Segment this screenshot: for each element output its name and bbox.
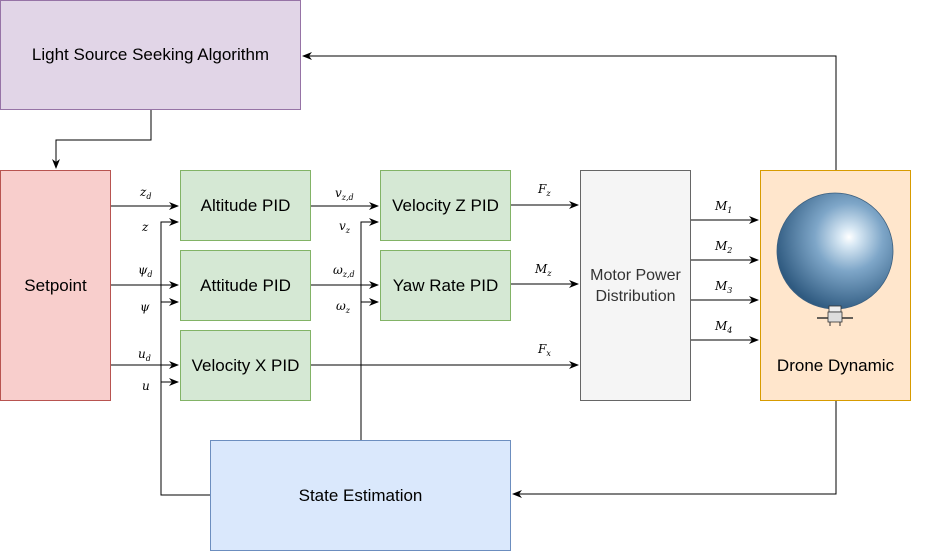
signal-label-f-z: Fz	[537, 182, 551, 198]
altitude-pid-label: Altitude PID	[200, 195, 291, 215]
signal-label-v-zd: vz,d	[335, 186, 354, 202]
state-estimation-label: State Estimation	[298, 485, 423, 505]
velocity-x-pid-label: Velocity X PID	[191, 355, 300, 375]
yaw-rate-pid-block: Yaw Rate PID	[380, 250, 511, 321]
setpoint-block: Setpoint	[0, 170, 111, 401]
velocity-z-pid-label: Velocity Z PID	[392, 195, 499, 215]
yaw-rate-pid-label: Yaw Rate PID	[392, 275, 499, 295]
velocity-x-pid-block: Velocity X PID	[180, 330, 311, 401]
attitude-pid-label: Attitude PID	[200, 275, 291, 295]
wire-light-to-setpoint	[52, 110, 152, 169]
wire-inner-bus	[360, 218, 379, 440]
drone-dynamic-label: Drone Dynamic	[776, 356, 895, 375]
signal-label-psi: ψ	[140, 300, 150, 314]
signal-label-m-1: M1	[714, 199, 732, 215]
light-source-seeking-label: Light Source Seeking Algorithm	[31, 45, 270, 64]
signal-label-m-2: M2	[714, 239, 732, 255]
altitude-pid-block: Altitude PID	[180, 170, 311, 241]
signal-label-m-3: M3	[714, 279, 732, 295]
wire-drone-to-light	[302, 52, 837, 170]
signal-label-z: z	[141, 220, 149, 234]
signal-label-v-z: vz	[339, 219, 351, 235]
signal-label-omega-z: ωz	[336, 299, 351, 315]
signal-label-omega-zd: ωz,d	[333, 263, 355, 279]
motor-power-distribution-block: Motor Power Distribution	[580, 170, 691, 401]
attitude-pid-block: Attitude PID	[180, 250, 311, 321]
state-estimation-block: State Estimation	[210, 440, 511, 551]
signal-label-psi-d: ψd	[138, 263, 153, 279]
light-source-seeking-block: Light Source Seeking Algorithm	[0, 0, 301, 110]
setpoint-label: Setpoint	[24, 275, 87, 295]
motor-power-distribution-label: Motor Power Distribution	[590, 266, 681, 305]
spherical-drone-icon	[776, 192, 894, 326]
wire-drone-to-state	[512, 401, 837, 498]
signal-label-z-d: zd	[139, 185, 151, 201]
velocity-z-pid-block: Velocity Z PID	[380, 170, 511, 241]
signal-label-m-4: M4	[714, 319, 732, 335]
signal-label-f-x: Fx	[537, 342, 551, 358]
signal-label-u-d: ud	[138, 347, 151, 363]
wire-state-bus	[160, 218, 210, 496]
signal-label-m-z: Mz	[534, 262, 552, 278]
signal-label-u: u	[142, 379, 150, 393]
